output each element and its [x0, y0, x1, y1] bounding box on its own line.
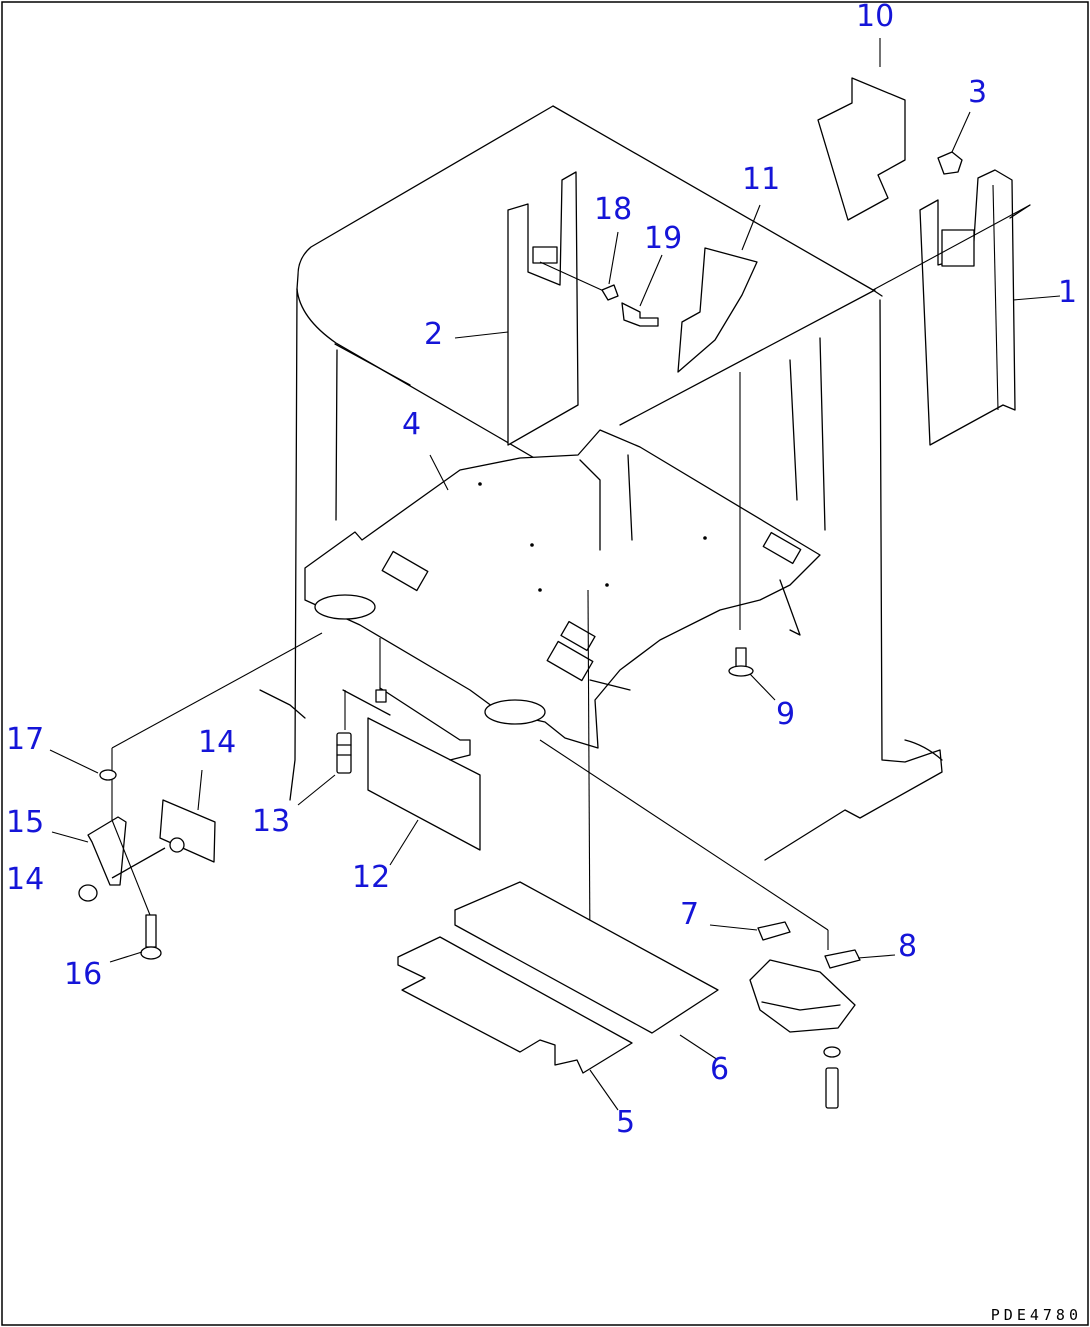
part-11-plate: [677, 247, 758, 373]
callout-7: 7: [680, 897, 700, 932]
callout-14-nut: 14: [6, 862, 45, 897]
part-2-panel: [507, 171, 607, 446]
part-8-bracket: [824, 949, 861, 969]
callout-1: 1: [1058, 275, 1078, 310]
callout-leaders: [49, 38, 1061, 1111]
callout-11: 11: [742, 162, 781, 197]
callout-17: 17: [6, 722, 45, 757]
callout-3: 3: [968, 75, 988, 110]
assembly-lines: [111, 372, 829, 956]
part-1-panel: [872, 169, 1031, 446]
callout-15: 15: [6, 805, 45, 840]
callout-14-washer: 14: [198, 725, 237, 760]
part-5-mat: [397, 936, 633, 1074]
part-6-mat: [454, 881, 719, 1034]
callout-16: 16: [64, 957, 103, 992]
mirror-bracket-group: [78, 769, 216, 960]
callout-19: 19: [644, 221, 683, 256]
callout-18: 18: [594, 192, 633, 227]
callout-8: 8: [898, 929, 918, 964]
part-10-plate: [817, 77, 906, 221]
part-3-clip: [937, 151, 963, 175]
part-18-19-fasteners: [601, 284, 659, 327]
duct-cover: [749, 959, 856, 1109]
callout-12: 12: [352, 860, 391, 895]
callout-13: 13: [252, 804, 291, 839]
drawing-code: PDE4780: [990, 1306, 1082, 1324]
callout-4: 4: [402, 407, 422, 442]
part-12-panel: [367, 687, 481, 851]
part-13-bolt: [336, 732, 352, 774]
part-7-bracket: [757, 921, 791, 941]
callout-10: 10: [856, 0, 895, 34]
callout-9: 9: [776, 697, 796, 732]
callout-6: 6: [710, 1052, 730, 1087]
callout-5: 5: [616, 1105, 636, 1140]
part-4-headliner: [304, 429, 821, 749]
callout-2: 2: [424, 317, 444, 352]
part-9-clip: [728, 647, 754, 677]
